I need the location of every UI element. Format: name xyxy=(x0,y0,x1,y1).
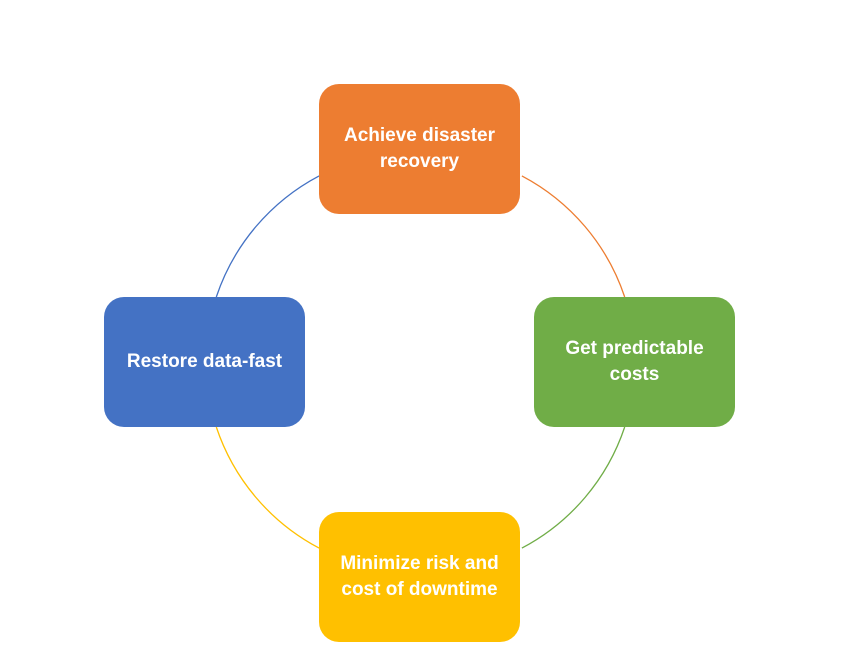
cycle-step-get-predictable-costs: Get predictable costs xyxy=(534,297,735,427)
cycle-step-label: Restore data-fast xyxy=(126,351,283,372)
connector-arc-top-right xyxy=(521,175,626,298)
cycle-step-achieve-disaster-recovery: Achieve disaster recovery xyxy=(319,84,520,214)
cycle-step-minimize-risk-and-cost-of-downtime: Minimize risk and cost of downtime xyxy=(319,512,520,642)
cycle-step-label: Minimize risk and cost of downtime xyxy=(340,553,499,600)
connector-arc-bottom-left xyxy=(215,426,320,549)
cycle-step-label: Achieve disaster recovery xyxy=(343,125,496,172)
cycle-step-label: Get predictable costs xyxy=(565,338,704,385)
connector-arc-left-top xyxy=(215,175,320,298)
connector-arc-right-bottom xyxy=(521,426,626,549)
cycle-step-restore-data-fast: Restore data-fast xyxy=(104,297,305,427)
